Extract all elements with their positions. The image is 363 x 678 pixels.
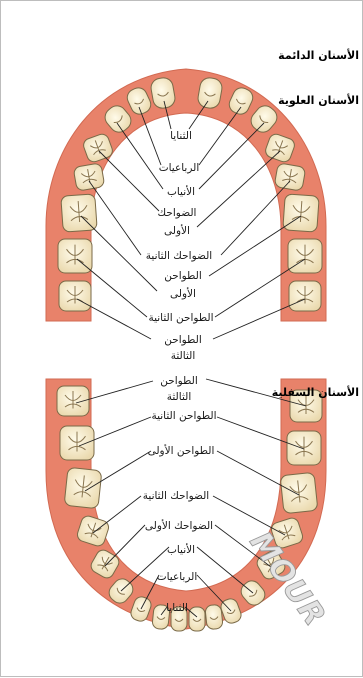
lower-tooth-left-lateral-incisor-2	[205, 604, 223, 630]
heading-upper-teeth: الأسنان العلوية	[278, 93, 359, 107]
upper-tooth-left-first-molar	[283, 194, 319, 232]
label-upper-first-premolars-2: الأولى	[164, 224, 190, 237]
label-lower-second-molars: الطواحن الثانية	[151, 410, 216, 422]
heading-permanent-teeth: الأسنان الدائمة	[278, 48, 359, 62]
label-lower-lateral-incisors: الرباعيات	[157, 571, 198, 583]
heading-lower-teeth: الأسنان السفلية	[272, 385, 359, 399]
lower-tooth-left-second-molar	[287, 431, 321, 465]
label-lower-first-molars: الطواحن الأولى	[148, 444, 215, 457]
label-lower-canines: الأنياب	[167, 543, 195, 556]
upper-tooth-left-second-premolar	[274, 163, 306, 191]
upper-tooth-right-second-molar	[58, 239, 92, 273]
lower-tooth-left-central-incisor-2	[189, 607, 205, 631]
label-upper-second-molars: الطواحن الثانية	[148, 312, 213, 324]
leader-line	[197, 151, 280, 227]
label-upper-first-molars-2: الأولى	[170, 287, 196, 300]
label-upper-third-molars-1: الطواحن	[164, 334, 202, 346]
leader-line	[93, 496, 141, 533]
label-upper-first-premolars-1: الضواحك	[158, 207, 197, 219]
lower-tooth-right-first-molar	[64, 467, 102, 508]
leader-line	[105, 525, 145, 566]
label-upper-second-premolars: الضواحك الثانية	[146, 250, 212, 262]
label-lower-second-premolars: الضواحك الثانية	[143, 490, 209, 502]
label-upper-first-molars-1: الطواحن	[164, 270, 202, 282]
upper-tooth-left-third-molar	[289, 281, 321, 311]
label-upper-canines: الأنياب	[167, 185, 195, 198]
leader-line	[99, 151, 159, 211]
label-lower-first-premolars: الضواحك الأولى	[145, 519, 213, 532]
leader-line	[117, 123, 163, 189]
upper-tooth-left-second-molar	[288, 239, 322, 273]
lower-tooth-right-second-molar	[60, 426, 94, 460]
label-upper-third-molars-2: الثالثة	[171, 350, 195, 362]
leader-line	[199, 123, 264, 189]
label-lower-third-molars-2: الثالثة	[167, 391, 191, 403]
upper-tooth-right-third-molar	[59, 281, 91, 311]
upper-tooth-right-second-premolar	[73, 163, 105, 191]
label-lower-central-incisors: الثنايا	[166, 602, 188, 614]
label-lower-third-molars-1: الطواحن	[160, 375, 198, 387]
label-upper-central-incisors: الثنايا	[170, 130, 192, 142]
lower-tooth-left-first-molar	[280, 472, 318, 513]
leader-line	[221, 181, 290, 255]
label-upper-lateral-incisors: الرباعيات	[159, 162, 200, 174]
